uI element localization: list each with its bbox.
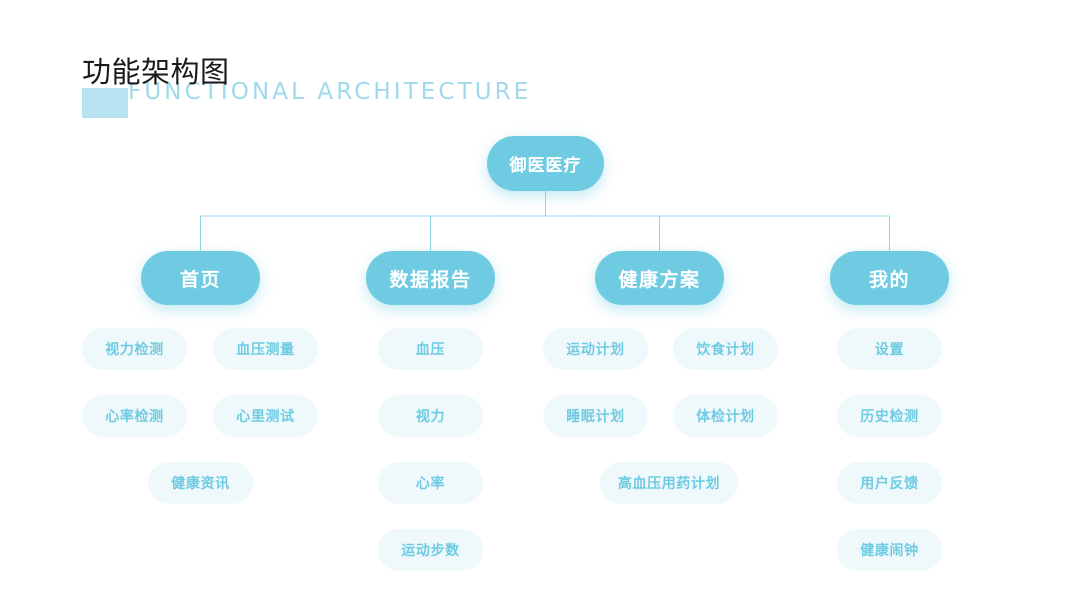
leaf-health-alarm-label: 健康闹钟 — [860, 543, 919, 559]
leaf-vision-label: 视力 — [415, 409, 446, 425]
leaf-blood-pressure[interactable]: 血压 — [378, 328, 483, 370]
leaf-health-alarm[interactable]: 健康闹钟 — [837, 529, 942, 571]
leaf-diet-plan[interactable]: 饮食计划 — [673, 328, 778, 370]
node-branch-home[interactable]: 首页 — [141, 251, 260, 305]
leaf-heart-rate-label: 心率 — [415, 476, 446, 492]
leaf-health-news-label: 健康资讯 — [171, 476, 230, 492]
leaf-settings[interactable]: 设置 — [837, 328, 942, 370]
leaf-psychological-test-label: 心里测试 — [236, 409, 295, 425]
leaf-physical-exam-plan-label: 体检计划 — [696, 409, 755, 425]
leaf-vision-test[interactable]: 视力检测 — [82, 328, 187, 370]
node-branch-home-label: 首页 — [179, 268, 221, 291]
leaf-vision[interactable]: 视力 — [378, 395, 483, 437]
leaf-user-feedback[interactable]: 用户反馈 — [837, 462, 942, 504]
node-root-label: 御医医疗 — [509, 156, 582, 176]
leaf-sleep-plan[interactable]: 睡眠计划 — [543, 395, 648, 437]
leaf-history-records[interactable]: 历史检测 — [837, 395, 942, 437]
leaf-blood-pressure-measure-label: 血压测量 — [236, 342, 295, 358]
leaf-sleep-plan-label: 睡眠计划 — [566, 409, 625, 425]
node-branch-health-plan-label: 健康方案 — [618, 268, 701, 291]
node-branch-data-report[interactable]: 数据报告 — [366, 251, 495, 305]
leaf-blood-pressure-label: 血压 — [415, 342, 446, 358]
node-branch-health-plan[interactable]: 健康方案 — [595, 251, 724, 305]
node-branch-data-report-label: 数据报告 — [389, 268, 472, 291]
leaf-hypertension-medication-plan-label: 高血压用药计划 — [617, 476, 721, 492]
leaf-blood-pressure-measure[interactable]: 血压测量 — [213, 328, 318, 370]
leaf-settings-label: 设置 — [874, 342, 905, 358]
leaf-diet-plan-label: 饮食计划 — [696, 342, 755, 358]
leaf-heart-rate-test[interactable]: 心率检测 — [82, 395, 187, 437]
leaf-vision-test-label: 视力检测 — [105, 342, 164, 358]
node-branch-mine-label: 我的 — [868, 268, 910, 291]
page-title: 功能架构图 — [82, 55, 230, 89]
leaf-exercise-plan[interactable]: 运动计划 — [543, 328, 648, 370]
leaf-heart-rate[interactable]: 心率 — [378, 462, 483, 504]
leaf-hypertension-medication-plan[interactable]: 高血压用药计划 — [600, 462, 738, 504]
node-root[interactable]: 御医医疗 — [487, 136, 604, 191]
title-accent-square — [82, 88, 128, 118]
leaf-health-news[interactable]: 健康资讯 — [148, 462, 253, 504]
page-subtitle: FUNCTIONAL ARCHITECTURE — [128, 79, 532, 105]
leaf-exercise-plan-label: 运动计划 — [566, 342, 625, 358]
leaf-step-count[interactable]: 运动步数 — [378, 529, 483, 571]
leaf-user-feedback-label: 用户反馈 — [860, 476, 919, 492]
leaf-history-records-label: 历史检测 — [860, 409, 919, 425]
leaf-physical-exam-plan[interactable]: 体检计划 — [673, 395, 778, 437]
node-branch-mine[interactable]: 我的 — [830, 251, 949, 305]
page-title-block: 功能架构图 FUNCTIONAL ARCHITECTURE — [82, 52, 682, 122]
leaf-step-count-label: 运动步数 — [401, 543, 460, 559]
leaf-heart-rate-test-label: 心率检测 — [105, 409, 164, 425]
leaf-psychological-test[interactable]: 心里测试 — [213, 395, 318, 437]
